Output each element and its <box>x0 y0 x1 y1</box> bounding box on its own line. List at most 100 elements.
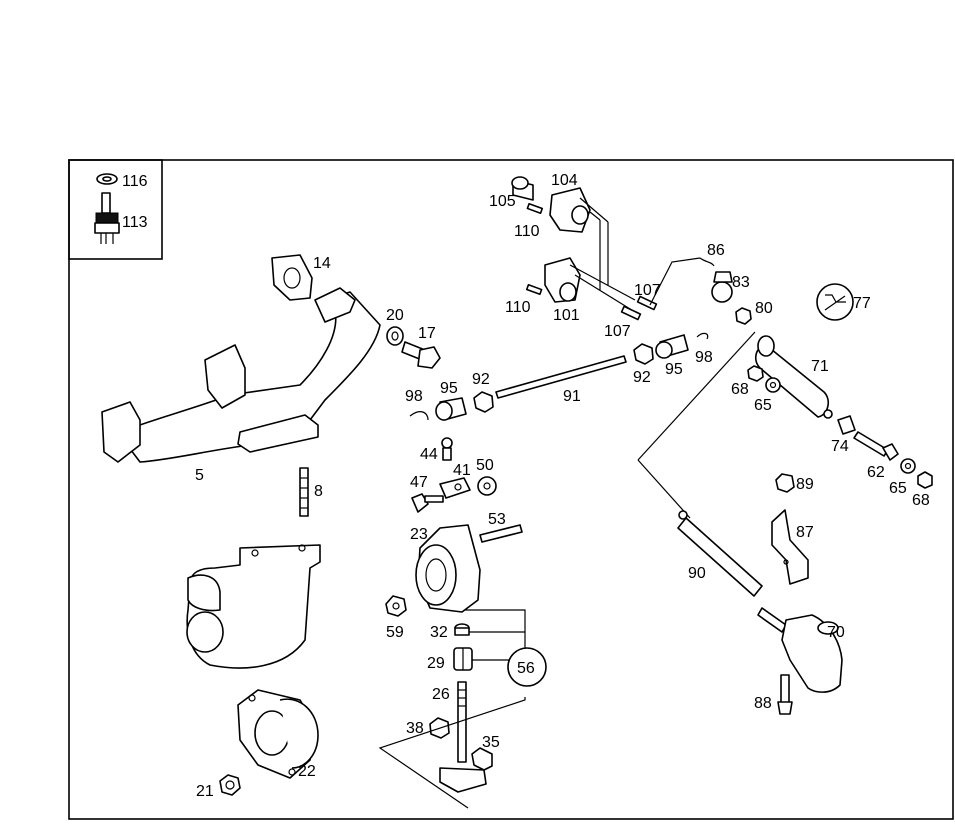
clamp-29 <box>453 647 473 671</box>
label-95-right: 95 <box>665 361 683 378</box>
clip-86 <box>699 257 715 267</box>
label-88: 88 <box>754 695 772 712</box>
label-90: 90 <box>688 565 706 582</box>
rod-90 <box>677 510 763 597</box>
label-59: 59 <box>386 624 404 641</box>
gasket-22 <box>237 689 319 779</box>
sensor-113 <box>94 192 120 244</box>
label-44: 44 <box>420 446 438 463</box>
bolt-35 <box>471 747 493 771</box>
label-86: 86 <box>707 242 725 259</box>
nut-89 <box>775 473 795 493</box>
label-91: 91 <box>563 388 581 405</box>
bracket-101 <box>544 257 636 313</box>
bolt-88 <box>777 674 793 715</box>
label-56: 56 <box>517 660 535 677</box>
label-110-lower: 110 <box>505 299 531 316</box>
label-41: 41 <box>453 462 471 479</box>
washer-50 <box>477 476 497 496</box>
label-68-left: 68 <box>731 381 749 398</box>
label-116: 116 <box>122 173 148 190</box>
nut-68-right <box>917 471 933 489</box>
label-26: 26 <box>432 686 450 703</box>
rod-91 <box>495 355 627 399</box>
label-68-right: 68 <box>912 492 930 509</box>
bolt-17 <box>401 341 441 369</box>
label-14: 14 <box>313 255 331 272</box>
nut-80 <box>735 307 752 325</box>
label-70: 70 <box>827 624 845 641</box>
label-65-right: 65 <box>889 480 907 497</box>
label-62: 62 <box>867 464 885 481</box>
wrench-77-icon <box>816 283 854 321</box>
label-87: 87 <box>796 524 814 541</box>
label-113: 113 <box>122 214 148 231</box>
bushing-74 <box>837 415 856 435</box>
callout-56 <box>507 647 547 687</box>
label-95-left: 95 <box>440 380 458 397</box>
label-17: 17 <box>418 325 436 342</box>
clip-98-right <box>696 332 709 340</box>
nut-92-right <box>633 343 654 365</box>
manifold-5 <box>101 254 381 463</box>
label-20: 20 <box>386 307 404 324</box>
ball-socket-95-left <box>435 397 467 421</box>
label-107-lower: 107 <box>604 323 631 340</box>
label-98-left: 98 <box>405 388 423 405</box>
bolt-53 <box>479 524 523 543</box>
pin-107a <box>636 295 658 311</box>
clip-98-left <box>409 411 429 421</box>
label-38: 38 <box>406 720 424 737</box>
bracket-87 <box>771 509 809 585</box>
label-110-upper: 110 <box>514 223 540 240</box>
label-23: 23 <box>410 526 428 543</box>
nut-21 <box>219 774 241 796</box>
label-101: 101 <box>553 307 580 324</box>
label-53: 53 <box>488 511 506 528</box>
label-107-upper: 107 <box>634 282 661 299</box>
label-80: 80 <box>755 300 773 317</box>
bolt-47 <box>411 493 444 513</box>
label-98-right: 98 <box>695 349 713 366</box>
label-77: 77 <box>853 295 871 312</box>
label-35: 35 <box>482 734 500 751</box>
label-105: 105 <box>489 193 516 210</box>
inset-frame <box>68 159 163 260</box>
bushing-105 <box>511 176 534 201</box>
label-65-left: 65 <box>754 397 772 414</box>
label-8: 8 <box>314 483 323 500</box>
damper-71 <box>754 335 833 419</box>
label-92-right: 92 <box>633 369 651 386</box>
label-5: 5 <box>195 467 204 484</box>
turbo-housing <box>186 544 321 669</box>
vacuum-unit-70 <box>757 607 843 693</box>
label-47: 47 <box>410 474 428 491</box>
pin-107b <box>620 305 642 321</box>
diagram-frame <box>68 159 954 820</box>
washer-65-right <box>900 458 916 474</box>
washer-65-left <box>765 377 781 393</box>
label-92-left: 92 <box>472 371 490 388</box>
shaft-26 <box>439 681 487 793</box>
ball-socket-83 <box>711 271 733 303</box>
bracket-104 <box>549 187 609 290</box>
label-89: 89 <box>796 476 814 493</box>
throttle-body <box>415 524 481 613</box>
nut-59 <box>385 595 407 617</box>
label-74: 74 <box>831 438 849 455</box>
label-29: 29 <box>427 655 445 672</box>
label-71: 71 <box>811 358 829 375</box>
stud-8 <box>299 467 309 517</box>
sleeve-32 <box>454 623 470 636</box>
label-32: 32 <box>430 624 448 641</box>
label-22: 22 <box>298 763 316 780</box>
pivot-44 <box>441 437 453 461</box>
label-50: 50 <box>476 457 494 474</box>
bolt-62 <box>853 431 899 461</box>
washer-20 <box>386 326 404 346</box>
label-104: 104 <box>551 172 578 189</box>
nut-68-left <box>747 365 764 382</box>
washer-116 <box>96 173 118 185</box>
